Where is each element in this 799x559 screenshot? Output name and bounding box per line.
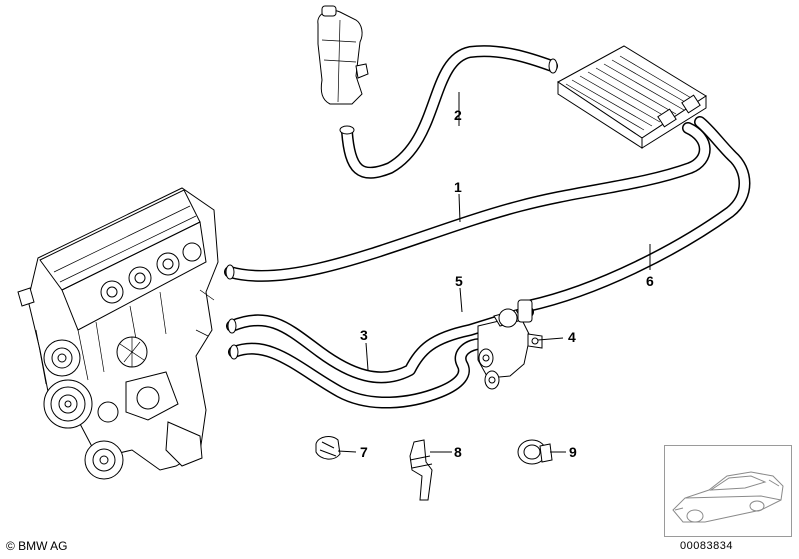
callout-8: 8 bbox=[454, 444, 462, 460]
hose-5 bbox=[226, 306, 534, 384]
engine-block bbox=[17, 187, 219, 480]
callout-4: 4 bbox=[568, 329, 576, 345]
hose-clamp-9 bbox=[517, 439, 553, 465]
expansion-tank bbox=[317, 5, 369, 105]
copyright-notice: © BMW AG bbox=[6, 539, 68, 553]
callout-7: 7 bbox=[360, 444, 368, 460]
hose-6 bbox=[522, 116, 751, 312]
heater-core bbox=[557, 45, 707, 149]
callout-6: 6 bbox=[646, 273, 654, 289]
vehicle-thumbnail bbox=[664, 445, 792, 537]
leader-lines bbox=[337, 92, 651, 453]
callout-3: 3 bbox=[360, 327, 368, 343]
car-silhouette-icon bbox=[672, 471, 784, 523]
callout-1: 1 bbox=[454, 179, 462, 195]
hose-3 bbox=[228, 338, 486, 409]
callout-labels: 1 2 3 4 5 6 7 8 9 bbox=[360, 107, 654, 460]
water-valve bbox=[477, 299, 543, 390]
hose-holder-8 bbox=[409, 439, 433, 501]
document-number: 00083834 bbox=[680, 540, 733, 552]
callout-9: 9 bbox=[569, 444, 577, 460]
hose-2 bbox=[339, 45, 558, 179]
callout-2: 2 bbox=[454, 107, 462, 123]
callout-5: 5 bbox=[455, 273, 463, 289]
hose-clip-7 bbox=[315, 436, 341, 460]
hose-1 bbox=[224, 122, 711, 282]
